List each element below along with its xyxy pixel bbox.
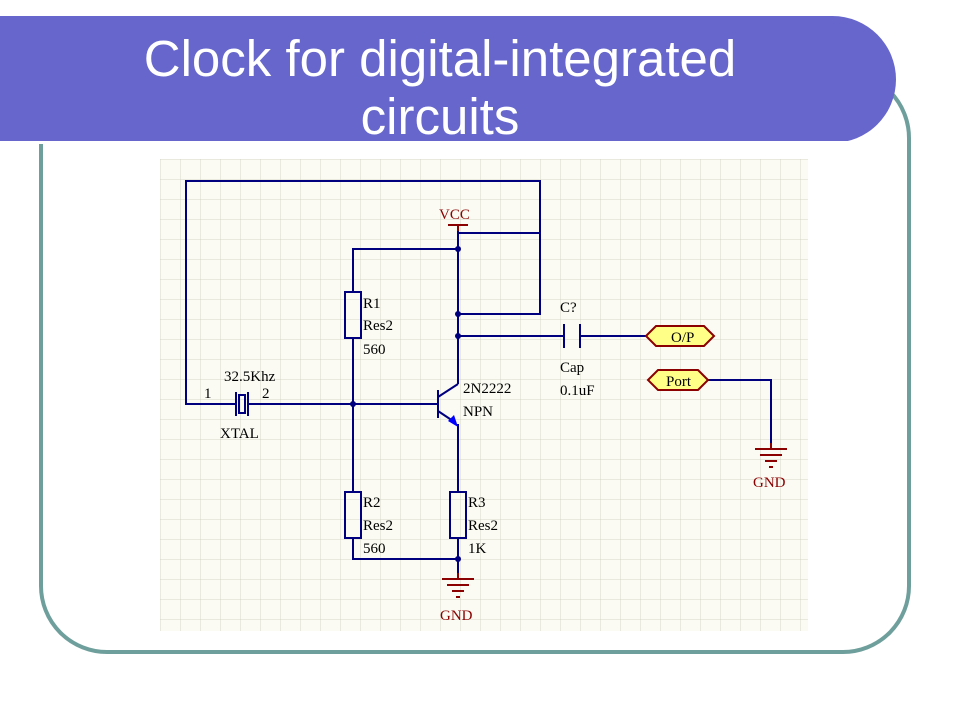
r3-ref: R3 <box>468 495 486 511</box>
title-underline <box>0 141 848 144</box>
junctions <box>350 246 461 562</box>
r2-value: 560 <box>363 541 386 557</box>
r2-ref: R2 <box>363 495 381 511</box>
component-labels: R1 Res2 560 R2 Res2 560 R3 Res2 1K 2N222… <box>204 296 595 557</box>
capacitor-symbol <box>563 324 581 348</box>
output-port-symbol <box>644 325 716 347</box>
r1-ref: R1 <box>363 296 381 312</box>
junction-base <box>350 401 356 407</box>
crystal-frequency: 32.5Khz <box>224 369 276 385</box>
r2-bottom-wire <box>352 538 458 560</box>
resistor-r2 <box>344 491 362 539</box>
crystal-pin-1: 1 <box>204 386 212 402</box>
feedback-return-wire <box>458 233 541 315</box>
r1-type: Res2 <box>363 318 393 334</box>
port-ground-wire <box>708 379 772 443</box>
r1-value: 560 <box>363 342 386 358</box>
transistor-type: NPN <box>463 404 493 420</box>
slide-title: Clock for digital-integrated circuits <box>143 30 737 145</box>
vcc-symbol: VCC <box>439 207 470 231</box>
vcc-label: VCC <box>439 207 470 223</box>
r2-type: Res2 <box>363 518 393 534</box>
title-band: Clock for digital-integrated circuits <box>0 16 896 145</box>
r1-top-wire <box>352 248 458 292</box>
output-port-label: O/P <box>671 330 694 346</box>
capacitor-type: Cap <box>560 360 584 376</box>
resistor-r3 <box>449 491 467 539</box>
ground-symbol-main <box>442 573 474 598</box>
r3-type: Res2 <box>468 518 498 534</box>
crystal-symbol <box>232 392 252 416</box>
junction-vcc <box>455 246 461 252</box>
capacitor-value: 0.1uF <box>560 383 595 399</box>
r3-value: 1K <box>468 541 487 557</box>
junction-ground <box>455 556 461 562</box>
crystal-pin-2: 2 <box>262 386 270 402</box>
ground-symbol-port <box>755 443 787 468</box>
circuit-schematic: VCC <box>160 159 808 631</box>
ground-label-port: GND <box>753 475 786 491</box>
transistor-part: 2N2222 <box>463 381 511 397</box>
input-port-symbol <box>646 369 710 391</box>
crystal-name: XTAL <box>220 426 259 442</box>
input-port-label: Port <box>666 374 692 390</box>
resistor-r1 <box>344 291 362 339</box>
schematic-svg: VCC <box>185 180 787 624</box>
capacitor-ref: C? <box>560 300 577 316</box>
wires <box>185 180 772 573</box>
emitter-arrow-icon <box>448 415 458 427</box>
ground-label-main: GND <box>440 608 473 624</box>
junction-collector <box>455 333 461 339</box>
